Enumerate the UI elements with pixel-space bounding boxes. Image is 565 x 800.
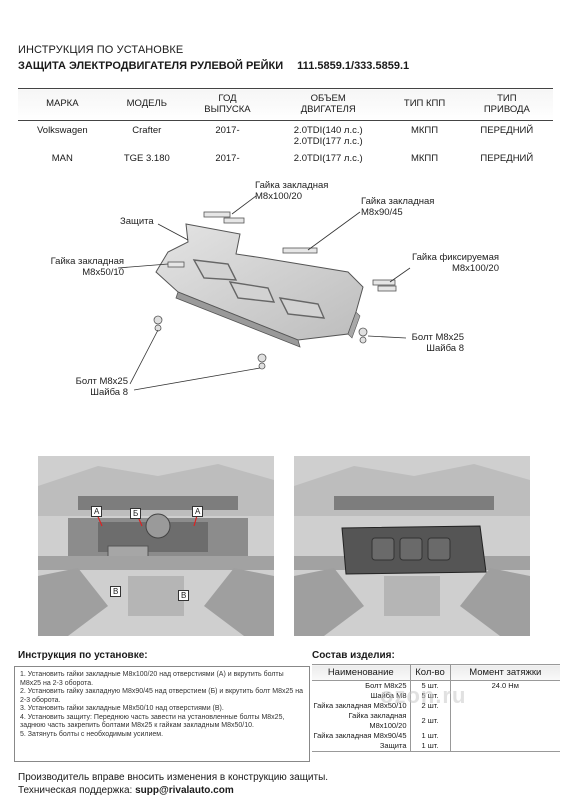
footer-disclaimer: Производитель вправе вносить изменения в… (18, 772, 329, 783)
spec-cell: Crafter (132, 125, 162, 136)
comp-torque (449, 731, 560, 741)
marker-v-2: В (178, 590, 190, 601)
spec-cell: ПЕРЕДНИЙ (480, 125, 534, 136)
nut-icon (203, 211, 245, 224)
list-item: 3. Установить гайки закладные М8х50/10 н… (20, 705, 224, 713)
comp-header-cell: Кол-во (409, 664, 450, 681)
comp-header-cell: Наименование (312, 664, 410, 681)
spec-cell: Volkswagen (36, 125, 88, 136)
composition-table: Наименование Кол-во Момент затяжки Болт … (312, 664, 560, 752)
bolt-icon (153, 315, 163, 332)
footer-support: Техническая поддержка: supp@rivalauto.co… (18, 785, 234, 796)
marker-v: В (110, 586, 122, 597)
installed-shield-image (294, 456, 530, 636)
comp-name: Гайка закладная М8х90/45 (313, 731, 407, 740)
photo-before: А Б А В В (38, 456, 274, 636)
spec-cell: 2017- (215, 152, 240, 164)
bolt-icon (257, 353, 267, 370)
spec-cell: MAN (51, 152, 73, 164)
comp-qty: 1 шт. (409, 731, 450, 741)
comp-name: Защита (312, 741, 410, 752)
leader-lines (117, 195, 411, 391)
support-email-link[interactable]: supp@rivalauto.com (135, 785, 234, 796)
comp-qty: 2 шт. (409, 711, 450, 731)
label-shield: Защита (120, 216, 154, 227)
support-label: Техническая поддержка: (18, 785, 136, 796)
comp-torque (449, 701, 560, 711)
spec-cell: МКПП (410, 125, 439, 136)
header-title: ИНСТРУКЦИЯ ПО УСТАНОВКЕ (18, 44, 184, 56)
comp-header-row: Наименование Кол-во Момент затяжки (312, 664, 560, 681)
install-heading: Инструкция по установке: (18, 650, 148, 661)
nut-icon (282, 247, 318, 254)
spec-cell: 2.0TDI(177 л.с.) (293, 152, 363, 164)
shield-plate (155, 223, 364, 348)
marker-b: Б (130, 508, 142, 519)
comp-name: Гайка закладная М8х100/20 (348, 711, 407, 730)
spec-header-cell: МОДЕЛЬ (106, 88, 187, 121)
list-item: 2. Установить гайку закладную М8х90/45 н… (20, 688, 303, 704)
comp-name: Шайба М8 (370, 691, 407, 700)
table-row: MAN TGE 3.180 2017- 2.0TDI(177 л.с.) МКП… (18, 149, 553, 167)
comp-qty: 1 шт. (409, 741, 450, 752)
list-item: 5. Затянуть болты с необходимым усилием. (20, 730, 164, 738)
list-item: 1. Установить гайки закладные М8х100/20 … (20, 671, 284, 687)
comp-qty: 5 шт. (409, 680, 450, 691)
spec-cell: МКПП (410, 152, 439, 164)
shield-drawing (117, 195, 411, 391)
comp-qty: 5 шт. (409, 691, 450, 701)
comp-name: Гайка закладная М8х50/10 (313, 701, 407, 710)
comp-torque (449, 691, 560, 701)
bolt-icon (358, 327, 368, 344)
product-name: ЗАЩИТА ЭЛЕКТРОДВИГАТЕЛЯ РУЛЕВОЙ РЕЙКИ (18, 60, 284, 72)
table-row: Volkswagen Crafter 2017- 2.0TDI(140 л.с.… (18, 121, 553, 149)
spec-cell: ПЕРЕДНИЙ (480, 152, 534, 164)
comp-name: Болт М8х25 (365, 681, 407, 690)
watermark: ozon.ru (380, 683, 467, 708)
list-item: 4. Установить защиту: Переднюю часть зав… (20, 713, 285, 730)
marker-a: А (91, 506, 103, 517)
comp-qty: 2 шт. (409, 701, 450, 711)
composition-heading: Состав изделия: (312, 650, 395, 661)
comp-torque: 24.0 Нм (449, 680, 560, 691)
undercarriage-image (38, 456, 274, 636)
nut-icon (372, 279, 397, 292)
marker-a-2: А (192, 506, 204, 517)
comp-torque (449, 711, 560, 731)
photo-after (294, 456, 530, 636)
spec-cell: 2017- (215, 125, 240, 136)
comp-torque (449, 741, 560, 752)
nut-icon (167, 261, 185, 268)
spec-cell: 2.0TDI(140 л.с.)2.0TDI(177 л.с.) (293, 125, 363, 148)
product-codes: 111.5859.1/333.5859.1 (297, 60, 410, 72)
spec-header-cell: МАРКА (18, 88, 107, 121)
comp-header-cell: Момент затяжки (449, 664, 560, 681)
install-steps: 1. Установить гайки закладные М8х100/20 … (14, 666, 310, 762)
spec-header-cell: ТИП КПП (388, 88, 461, 121)
product-title: ЗАЩИТА ЭЛЕКТРОДВИГАТЕЛЯ РУЛЕВОЙ РЕЙКИ 111… (18, 60, 409, 72)
spec-cell: TGE 3.180 (123, 152, 170, 164)
